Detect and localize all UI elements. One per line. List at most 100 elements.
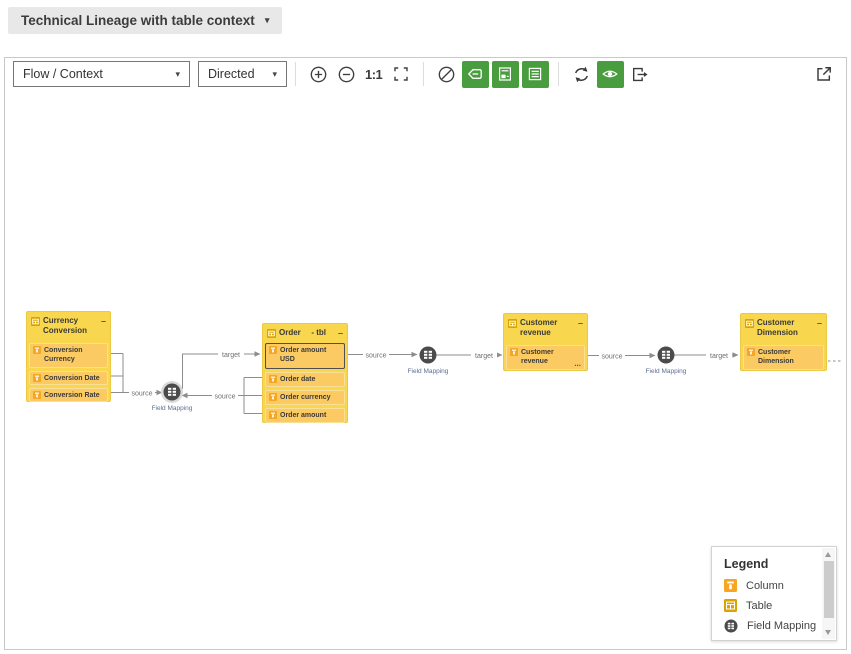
column-name: Conversion Currency <box>44 346 83 363</box>
column-row[interactable]: Customer revenue ... <box>506 345 585 370</box>
external-link-icon <box>817 67 831 81</box>
table-name: Customer revenue <box>520 318 558 337</box>
edge-label-source: source <box>214 394 235 401</box>
table-icon <box>508 318 517 328</box>
column-icon <box>269 393 277 401</box>
table-name-suffix: - tbl <box>311 328 326 337</box>
zoom-out-icon <box>338 66 354 82</box>
show-preview-button[interactable] <box>491 60 519 88</box>
column-name: Order amount USD <box>280 346 327 363</box>
scrollbar-thumb[interactable] <box>823 561 834 618</box>
legend-label: Field Mapping <box>747 620 817 632</box>
zoom-reset-button[interactable]: 1:1 <box>362 62 385 86</box>
column-row-selected[interactable]: Order amount USD <box>265 343 345 369</box>
table-node-customer-dimension[interactable]: Customer Dimension – Customer Dimension <box>740 313 827 371</box>
lineage-canvas: Flow / Context ▾ Directed ▾ 1:1 <box>4 57 847 650</box>
column-icon <box>33 391 41 399</box>
field-mapping-node[interactable]: Field Mapping <box>646 346 687 376</box>
table-name: Customer Dimension <box>757 318 798 337</box>
field-mapping-node[interactable]: Field Mapping <box>152 381 193 412</box>
export-icon <box>632 67 648 81</box>
truncation-ellipsis: ... <box>574 358 581 368</box>
column-icon <box>510 348 518 356</box>
column-icon <box>33 346 41 354</box>
edge-label-target: target <box>475 353 493 360</box>
table-icon <box>31 316 40 326</box>
field-mapping-icon <box>662 350 670 359</box>
collapse-button[interactable]: – <box>816 318 822 328</box>
collapse-button[interactable]: – <box>577 318 583 328</box>
toolbar: Flow / Context ▾ Directed ▾ 1:1 <box>5 59 846 89</box>
table-header: Customer revenue – <box>506 316 585 342</box>
field-mapping-icon <box>424 350 432 359</box>
open-in-new-window-button[interactable] <box>812 62 836 86</box>
export-button[interactable] <box>627 62 651 86</box>
edge-label-target: target <box>710 353 728 360</box>
fit-screen-icon <box>394 67 408 81</box>
zoom-in-button[interactable] <box>306 62 330 86</box>
fit-to-screen-button[interactable] <box>389 62 413 86</box>
divider <box>423 62 425 86</box>
flow-context-select[interactable]: Flow / Context ▾ <box>13 61 190 87</box>
column-icon <box>269 346 277 354</box>
zoom-out-button[interactable] <box>334 62 358 86</box>
column-name: Conversion Date <box>44 374 100 382</box>
field-mapping-node[interactable]: Field Mapping <box>408 346 449 376</box>
document-image-icon <box>499 67 512 81</box>
edges-layer: source target source source target sourc… <box>111 346 842 414</box>
table-icon <box>745 318 754 328</box>
refresh-icon <box>574 66 588 82</box>
legend-scrollbar[interactable] <box>822 548 835 639</box>
page-title: Technical Lineage with table context <box>21 13 255 28</box>
lineage-view-selector[interactable]: Technical Lineage with table context ▾ <box>8 7 283 34</box>
legend-item-table: Table <box>724 599 836 612</box>
column-name: Order date <box>280 375 316 383</box>
column-row[interactable]: Conversion Date <box>29 371 108 385</box>
table-node-customer-revenue[interactable]: Customer revenue – Customer revenue ... <box>503 313 588 371</box>
chevron-down-icon: ▾ <box>264 15 270 25</box>
direction-select[interactable]: Directed ▾ <box>198 61 287 87</box>
table-icon <box>267 328 276 338</box>
column-row[interactable]: Customer Dimension <box>743 345 824 370</box>
zoom-reset-label: 1:1 <box>365 66 383 82</box>
flow-context-value: Flow / Context <box>23 67 103 81</box>
legend-label: Table <box>746 599 773 612</box>
table-name: Currency Conversion <box>43 316 88 335</box>
column-row[interactable]: Conversion Rate <box>29 388 108 402</box>
field-mapping-label: Field Mapping <box>408 368 449 375</box>
column-icon <box>747 348 755 356</box>
collapse-button[interactable]: – <box>337 328 343 338</box>
edge-label-target: target <box>222 352 240 359</box>
legend-title: Legend <box>724 557 769 571</box>
column-row[interactable]: Order currency <box>265 390 345 405</box>
column-icon <box>33 374 41 382</box>
collapse-button[interactable]: – <box>100 316 106 326</box>
legend-label: Column <box>746 579 784 592</box>
show-attributes-button[interactable] <box>461 60 489 88</box>
field-mapping-label: Field Mapping <box>152 405 193 412</box>
visibility-button[interactable] <box>596 60 624 88</box>
divider <box>295 62 296 86</box>
table-node-order[interactable]: Order - tbl – Order amount USD Order dat… <box>262 323 348 423</box>
column-name: Customer revenue <box>521 348 554 365</box>
show-list-button[interactable] <box>521 60 549 88</box>
table-name: Order <box>279 328 301 337</box>
field-mapping-label: Field Mapping <box>646 368 687 375</box>
column-row[interactable]: Order date <box>265 372 345 387</box>
field-mapping-icon <box>724 619 738 633</box>
chevron-down-icon: ▾ <box>175 68 180 79</box>
tag-icon <box>468 69 483 79</box>
disable-edit-button[interactable] <box>434 62 458 86</box>
chevron-down-icon: ▾ <box>272 68 277 79</box>
edge-label-source: source <box>601 354 622 361</box>
table-icon <box>724 599 737 612</box>
column-row[interactable]: Conversion Currency <box>29 343 108 368</box>
table-node-currency-conversion[interactable]: Currency Conversion – Conversion Currenc… <box>26 311 111 402</box>
zoom-in-icon <box>310 66 326 82</box>
column-row[interactable]: Order amount <box>265 408 345 423</box>
refresh-button[interactable] <box>569 62 593 86</box>
scroll-up-icon[interactable] <box>825 552 831 557</box>
scroll-down-icon[interactable] <box>825 630 831 635</box>
legend-panel: Legend Column Table Field Mapping <box>711 546 837 641</box>
table-header: Currency Conversion – <box>29 314 108 340</box>
